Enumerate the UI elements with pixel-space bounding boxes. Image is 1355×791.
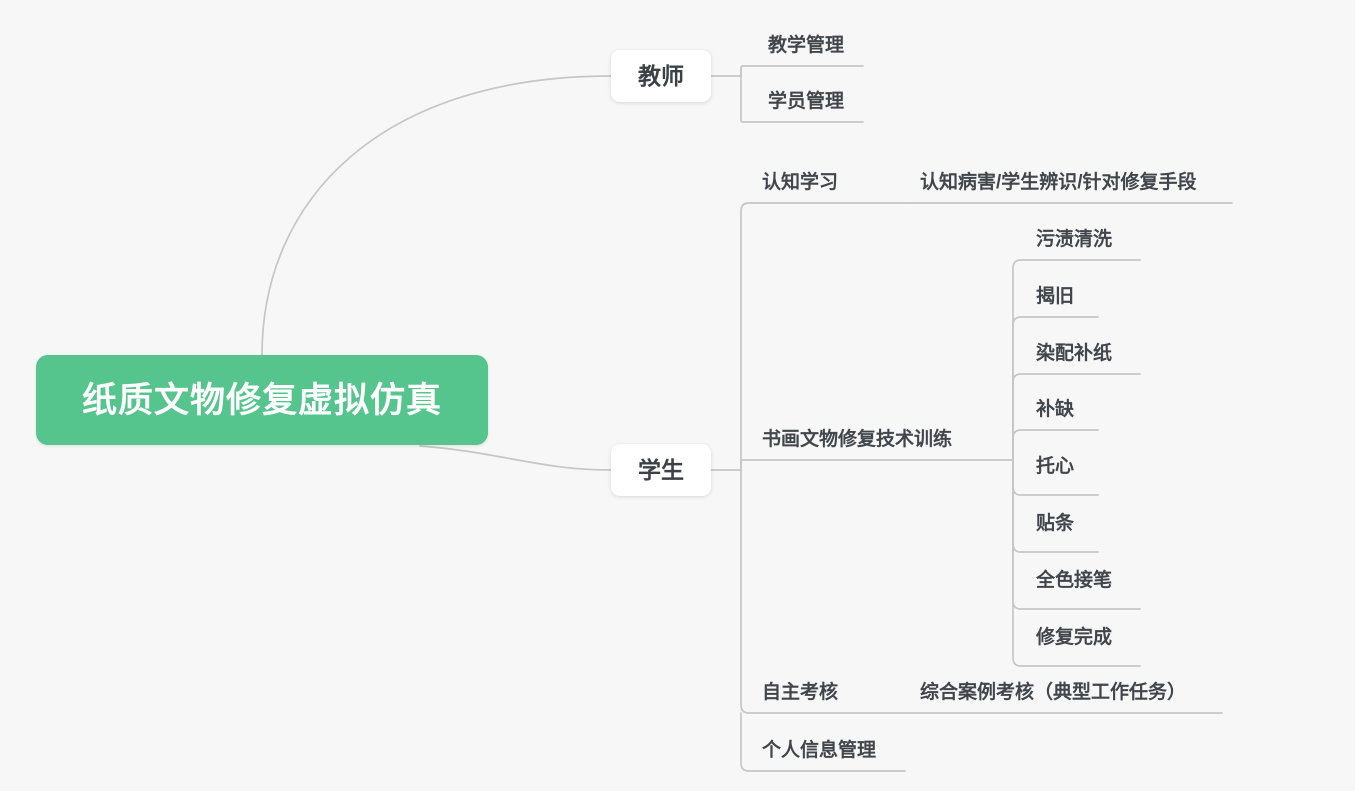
branch-node-student[interactable]: 学生 (611, 444, 711, 496)
topic-student-management[interactable]: 学员管理 (768, 92, 844, 111)
topic-self-assessment-label: 自主考核 (762, 682, 839, 703)
branch-node-teacher-label: 教师 (638, 62, 684, 89)
root-node-label: 纸质文物修复虚拟仿真 (81, 380, 442, 420)
connector-student-to-training (740, 459, 1006, 471)
topic-teaching-management[interactable]: 教学管理 (768, 36, 844, 55)
topic-personal-info-management[interactable]: 个人信息管理 (762, 741, 876, 760)
topic-comprehensive-case-assessment[interactable]: 综合案例考核（典型工作任务） (920, 683, 1186, 702)
topic-teaching-management-label: 教学管理 (768, 35, 845, 56)
topic-paste-strips[interactable]: 贴条 (1036, 514, 1074, 533)
branch-node-teacher[interactable]: 教师 (611, 50, 711, 102)
topic-cognition-detail-label: 认知病害/学生辨识/针对修复手段 (920, 172, 1197, 193)
topic-painting-restoration-training[interactable]: 书画文物修复技术训练 (762, 430, 952, 449)
connector-root-to-student (419, 445, 612, 471)
connector-teacher-corner-top (732, 67, 742, 77)
root-node[interactable]: 纸质文物修复虚拟仿真 (36, 355, 488, 445)
connector-training-leaf-3 (1012, 373, 1141, 461)
topic-restoration-complete-label: 修复完成 (1036, 627, 1113, 648)
topic-dye-matching-paper-label: 染配补纸 (1036, 343, 1113, 364)
topic-full-color-retouch-label: 全色接笔 (1036, 570, 1113, 591)
topic-stain-cleaning[interactable]: 污渍清洗 (1036, 230, 1112, 249)
topic-restoration-complete[interactable]: 修复完成 (1036, 628, 1112, 647)
topic-fill-gaps[interactable]: 补缺 (1036, 400, 1074, 419)
topic-fill-gaps-label: 补缺 (1036, 399, 1075, 420)
topic-self-assessment[interactable]: 自主考核 (762, 683, 838, 702)
topic-remove-old-backing[interactable]: 揭旧 (1036, 287, 1074, 306)
connector-student-to-assessment (740, 469, 906, 714)
topic-backing-center-label: 托心 (1036, 456, 1075, 477)
topic-dye-matching-paper[interactable]: 染配补纸 (1036, 344, 1112, 363)
connector-training-leaf-2 (1012, 316, 1099, 461)
topic-painting-restoration-training-label: 书画文物修复技术训练 (762, 429, 953, 450)
topic-stain-cleaning-label: 污渍清洗 (1036, 229, 1113, 250)
topic-full-color-retouch[interactable]: 全色接笔 (1036, 571, 1112, 590)
topic-personal-info-management-label: 个人信息管理 (762, 740, 877, 761)
topic-cognition-detail[interactable]: 认知病害/学生辨识/针对修复手段 (920, 173, 1197, 192)
connector-teacher-branch-1 (740, 65, 864, 77)
connector-teacher-trunk (732, 67, 742, 77)
topic-backing-center[interactable]: 托心 (1036, 457, 1074, 476)
topic-remove-old-backing-label: 揭旧 (1036, 286, 1075, 307)
topic-comprehensive-case-assessment-label: 综合案例考核（典型工作任务） (920, 682, 1187, 703)
topic-paste-strips-label: 贴条 (1036, 513, 1075, 534)
topic-cognitive-learning-label: 认知学习 (762, 172, 839, 193)
topic-cognitive-learning[interactable]: 认知学习 (762, 173, 838, 192)
branch-node-student-label: 学生 (638, 456, 684, 483)
topic-student-management-label: 学员管理 (768, 91, 845, 112)
connector-root-to-teacher (261, 75, 612, 356)
